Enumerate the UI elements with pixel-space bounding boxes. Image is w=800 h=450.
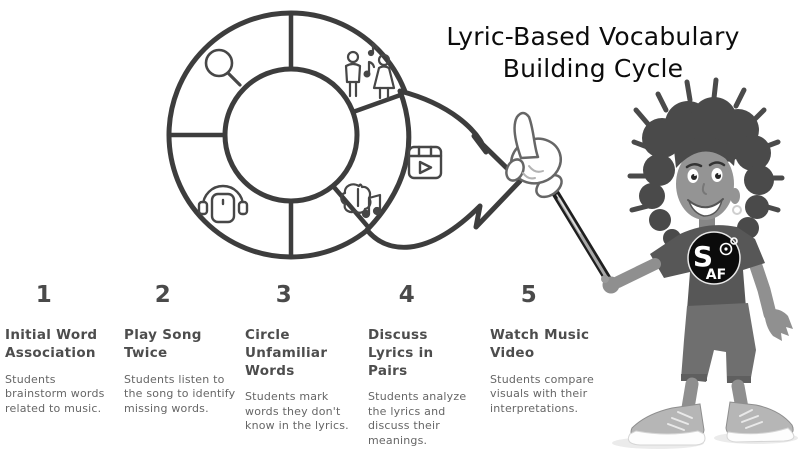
step-number: 2 (154, 282, 172, 308)
step-column-3: 3 Circle Unfamiliar Words Students mark … (245, 284, 357, 434)
step-column-2: 2 Play Song Twice Students listen to the… (124, 284, 236, 416)
step-description: Students analyze the lyrics and discuss … (368, 390, 467, 447)
mascot-hair-fringe (674, 137, 736, 168)
step-description: Students brainstorm words related to mus… (5, 372, 105, 415)
step-title: Initial Word Association (5, 327, 98, 361)
step-title: Play Song Twice (124, 327, 202, 361)
step-number: 1 (35, 282, 53, 308)
mascot-right-hand (764, 308, 793, 341)
step-title: Circle Unfamiliar Words (245, 327, 328, 379)
step-title: Watch Music Video (490, 327, 590, 361)
video-clip-icon (407, 145, 443, 180)
pointer-stick (552, 190, 616, 290)
headphones-player-icon (197, 184, 249, 224)
step-description: Students listen to the song to identify … (124, 372, 236, 415)
pants-cuff (727, 376, 751, 383)
step-number: 4 (398, 282, 416, 308)
mascot-left-forearm (612, 258, 661, 288)
mascot-ear (730, 188, 740, 204)
step-number: 5 (520, 282, 538, 308)
earring (732, 205, 742, 215)
music-note-icon (361, 193, 382, 219)
pants-cuff (681, 374, 707, 381)
smile (687, 197, 724, 217)
gear-icon (719, 237, 738, 256)
music-note-icon (363, 42, 379, 78)
shirt-logo-letter-s: S (693, 240, 713, 273)
shirt-logo: S AF (687, 231, 741, 285)
brain-music-icon (340, 183, 382, 219)
eyebrows (685, 161, 726, 169)
singing-people-icon (344, 42, 396, 100)
cycle-exit-arrow (364, 88, 523, 250)
ring-segment-dividers (169, 12, 407, 257)
pointing-glove-icon (505, 111, 563, 199)
mascot-shoes (627, 401, 795, 446)
mascot-character: S AF (612, 77, 798, 449)
page-title: Lyric-Based Vocabulary Building Cycle (446, 22, 740, 83)
step-description: Students compare visuals with their inte… (490, 372, 594, 415)
step-number: 3 (275, 282, 293, 308)
step-title: Discuss Lyrics in Pairs (368, 327, 434, 379)
shirt-logo-letters-af: AF (706, 267, 726, 283)
mascot-left-hand (601, 275, 620, 294)
mascot-hair (627, 77, 785, 247)
step-column-1: 1 Initial Word Association Students brai… (5, 284, 115, 416)
search-icon (204, 48, 242, 87)
step-description: Students mark words they don't know in t… (245, 390, 349, 433)
step-column-4: 4 Discuss Lyrics in Pairs Students analy… (368, 284, 478, 449)
nose (701, 183, 707, 195)
step-column-5: 5 Watch Music Video Students compare vis… (490, 284, 604, 416)
ring-inner-circle (222, 66, 360, 204)
mascot-pants (681, 303, 756, 383)
mascot-face (674, 137, 742, 220)
eyes (687, 168, 723, 183)
